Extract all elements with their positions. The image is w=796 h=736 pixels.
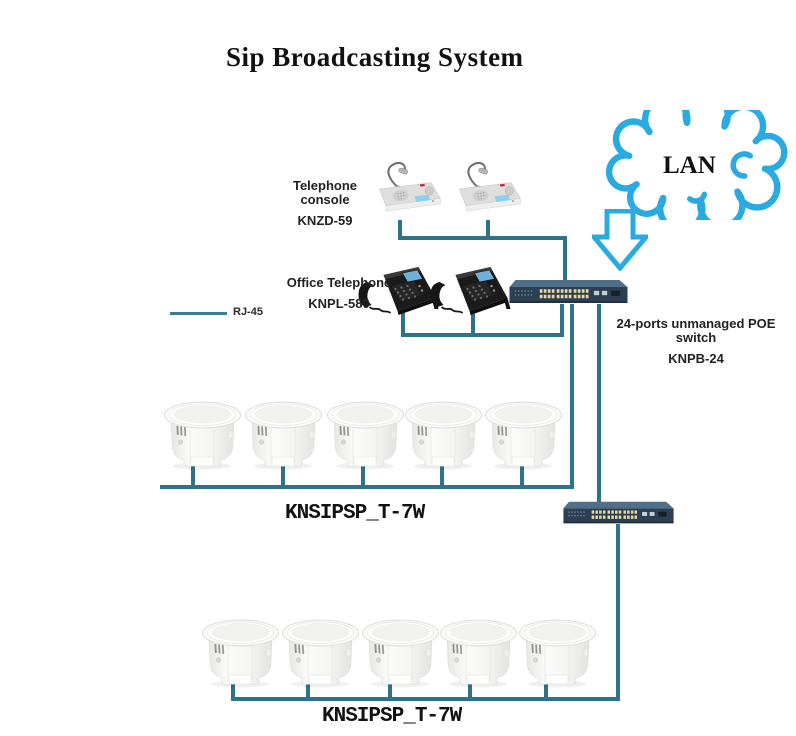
cable-row1-drop-1	[191, 464, 195, 489]
phone-group-model: KNPL-580	[308, 296, 370, 311]
cable-row2-bus	[231, 697, 620, 701]
cable-phone-bus	[401, 333, 564, 337]
cable-row1-drop-3	[361, 464, 365, 489]
cable-phone-drop-2	[471, 313, 475, 337]
cable-switch-to-row1	[570, 304, 574, 489]
lan-label: LAN	[663, 152, 716, 179]
ceiling-speaker-icon-r2-4	[439, 618, 517, 690]
console-group-model: KNZD-59	[297, 213, 353, 228]
cable-row2-drop-1	[231, 684, 235, 701]
paging-console-icon-1	[372, 153, 444, 227]
ceiling-speaker-icon-r2-3	[361, 618, 439, 690]
ceiling-speaker-icon-r2-2	[281, 618, 359, 690]
cable-console-drop-1	[398, 220, 402, 240]
poe-switch-icon-1	[509, 277, 628, 307]
cable-console-bus	[398, 236, 567, 240]
down-arrow-icon	[592, 209, 648, 271]
ceiling-speaker-icon-r1-2	[244, 400, 322, 472]
rj45-legend-label: RJ-45	[233, 306, 263, 318]
ceiling-speaker-icon-r2-1	[201, 618, 279, 690]
cable-switch2-to-row2	[616, 524, 620, 701]
cable-row2-drop-3	[388, 684, 392, 701]
ceiling-speaker-icon-r1-1	[163, 400, 241, 472]
cable-row2-drop-5	[544, 684, 548, 701]
ceiling-speaker-icon-r2-5	[518, 618, 596, 690]
ceiling-speaker-icon-r1-5	[484, 400, 562, 472]
console-group-name: Telephone console	[292, 178, 358, 207]
cable-switch-to-switch2	[597, 304, 601, 505]
cable-row2-drop-2	[306, 684, 310, 701]
switch-group-name: 24-ports unmanaged POE switch	[616, 316, 776, 345]
paging-console-icon-2	[452, 153, 524, 227]
ip-phone-icon-2	[427, 262, 512, 318]
cable-console-drop-2	[486, 220, 490, 240]
speaker-row-2-label: KNSIPSP_T-7W	[322, 705, 462, 728]
page-title: Sip Broadcasting System	[226, 42, 524, 72]
cable-phone-riser	[560, 304, 564, 337]
ceiling-speaker-icon-r1-3	[326, 400, 404, 472]
cable-row1-drop-5	[520, 464, 524, 489]
cable-phone-drop-1	[401, 313, 405, 337]
speaker-row-1-label: KNSIPSP_T-7W	[285, 502, 425, 525]
ceiling-speaker-icon-r1-4	[404, 400, 482, 472]
console-group-label: Telephone console KNZD-59	[268, 179, 382, 228]
phone-group-name: Office Telephone	[286, 275, 392, 290]
cable-row2-drop-4	[468, 684, 472, 701]
cable-row1-drop-2	[281, 464, 285, 489]
cable-row1-bus	[160, 485, 574, 489]
poe-switch-icon-2	[559, 499, 678, 527]
switch-group-label: 24-ports unmanaged POE switch KNPB-24	[598, 317, 794, 366]
switch-group-model: KNPB-24	[668, 351, 724, 366]
cable-row1-drop-4	[440, 464, 444, 489]
rj45-legend-line	[170, 312, 227, 315]
cable-console-riser	[563, 236, 567, 282]
phone-group-label: Office Telephone KNPL-580	[284, 276, 394, 311]
